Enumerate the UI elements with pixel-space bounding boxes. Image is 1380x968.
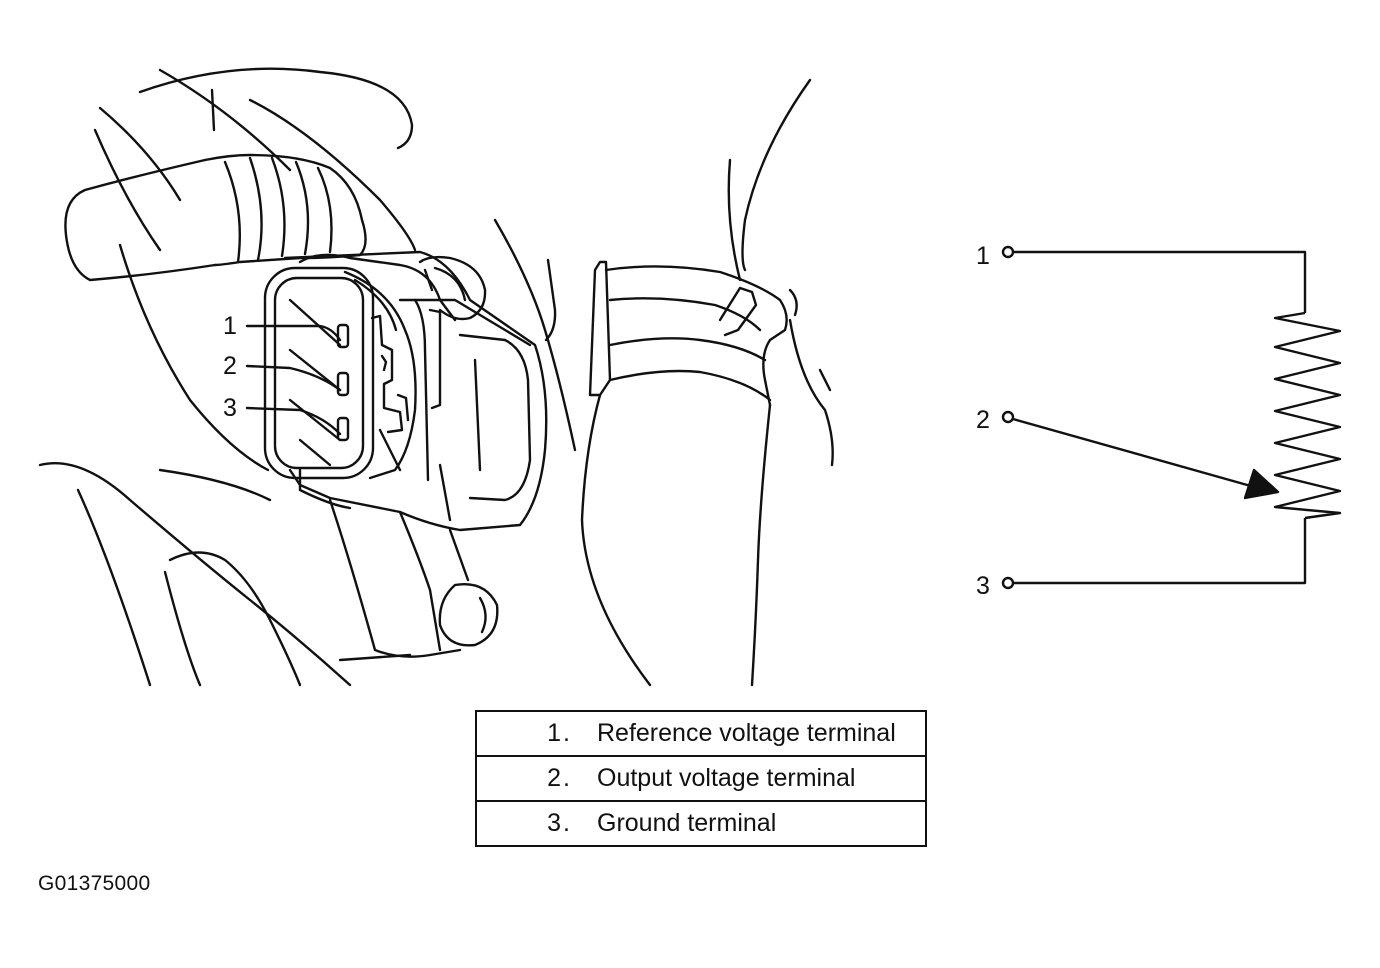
callout-1: 1 — [223, 312, 237, 340]
legend-text: Reference voltage terminal — [597, 719, 896, 747]
connector-latch — [380, 354, 388, 372]
sensor-body — [413, 298, 430, 482]
terminal-node-1 — [1001, 245, 1015, 259]
sensor-bracket — [398, 510, 442, 652]
connector-shell — [343, 270, 417, 480]
sensor-bracket — [328, 498, 462, 658]
connector-lines — [288, 298, 342, 347]
hose-clamp — [788, 288, 798, 317]
schematic-terminal-3: 3 — [976, 572, 990, 600]
background-curve — [163, 570, 202, 687]
hose-ridge — [316, 166, 333, 254]
terminal-node-3 — [1001, 576, 1015, 590]
legend-number: 2 — [476, 755, 563, 801]
background-curve — [93, 128, 162, 252]
potentiometer-schematic — [1001, 245, 1342, 590]
background-curve — [118, 243, 270, 472]
legend-row: 3 . Ground terminal — [476, 800, 926, 846]
callout-leader-3 — [245, 406, 342, 436]
terminal-pin-2 — [336, 371, 350, 397]
legend-period: . — [563, 755, 579, 801]
terminal-pin-3 — [336, 416, 350, 442]
callout-3: 3 — [223, 394, 237, 422]
background-curve — [98, 106, 182, 202]
terminal-node-2 — [1001, 410, 1015, 424]
legend-number: 3 — [476, 800, 563, 846]
hose-ridge — [248, 156, 263, 262]
legend-row: 2 . Output voltage terminal — [476, 755, 926, 801]
connector-shell — [273, 276, 365, 470]
hose-ridge — [223, 160, 242, 264]
hose-clamp — [608, 297, 762, 332]
legend-number: 1 — [547, 719, 561, 747]
wiper-line — [1012, 417, 1266, 492]
connector-latch — [396, 393, 410, 422]
background-curve — [138, 67, 414, 150]
terminal-legend: 1 . Reference voltage terminal 2 . Outpu… — [475, 710, 927, 847]
mounting-bolt — [423, 268, 434, 292]
wiper-arrowhead — [1243, 468, 1280, 500]
connector-lines — [288, 398, 342, 442]
figure-code: G01375000 — [38, 872, 151, 895]
legend-text: Ground terminal — [579, 800, 926, 846]
legend-row: 1 . Reference voltage terminal — [476, 711, 926, 756]
connector-shell — [353, 278, 398, 332]
sensor-body — [428, 308, 442, 410]
resistor-zigzag — [1273, 311, 1342, 520]
vacuum-hose — [203, 153, 367, 267]
hose-clamp — [608, 337, 767, 362]
intake-duct — [493, 218, 577, 452]
sensor-body — [298, 468, 352, 510]
sensor-body — [398, 298, 532, 347]
intake-duct — [750, 403, 772, 687]
background-curve — [168, 551, 302, 687]
background-curve — [210, 88, 216, 132]
sensor-body — [298, 253, 457, 322]
hose-clamp — [718, 286, 758, 337]
mounting-bolt — [438, 583, 499, 647]
callout-2: 2 — [223, 352, 237, 380]
mounting-bolt — [433, 266, 467, 302]
intake-duct — [544, 258, 557, 342]
connector-latch — [370, 314, 404, 434]
mounting-bolt — [478, 596, 487, 634]
sensor-body — [473, 358, 482, 472]
background-curve — [248, 98, 417, 252]
legend-period: . — [563, 719, 570, 747]
intake-duct — [727, 158, 742, 282]
hose-clamp — [588, 260, 612, 397]
hose-ridge — [294, 160, 310, 256]
connector-shell — [263, 266, 375, 480]
background-curve — [158, 468, 272, 502]
connector-lines — [378, 428, 402, 472]
schematic-wire-top — [1013, 250, 1307, 313]
intake-duct — [741, 78, 812, 272]
schematic-terminal-2: 2 — [976, 406, 990, 434]
sensor-body — [438, 463, 452, 522]
legend-text: Output voltage terminal — [579, 755, 926, 801]
connector-lines — [298, 438, 332, 467]
hose-clamp — [608, 369, 772, 402]
sensor-body — [283, 250, 548, 532]
hose-clamp — [604, 265, 788, 407]
callout-leader-1 — [245, 324, 342, 342]
schematic-wire-bottom — [1013, 518, 1307, 585]
callout-leader-2 — [245, 364, 342, 392]
legend-period: . — [563, 800, 579, 846]
intake-duct — [788, 318, 834, 467]
mounting-bolt — [418, 255, 487, 321]
background-curve — [38, 461, 352, 687]
hose-ridge — [270, 156, 286, 258]
sensor-body — [458, 333, 532, 502]
intake-duct — [580, 393, 652, 687]
intake-duct — [818, 368, 832, 392]
background-curve — [76, 488, 152, 687]
vacuum-hose — [64, 158, 217, 282]
sensor-bracket — [448, 528, 470, 582]
schematic-terminal-1: 1 — [976, 242, 990, 270]
